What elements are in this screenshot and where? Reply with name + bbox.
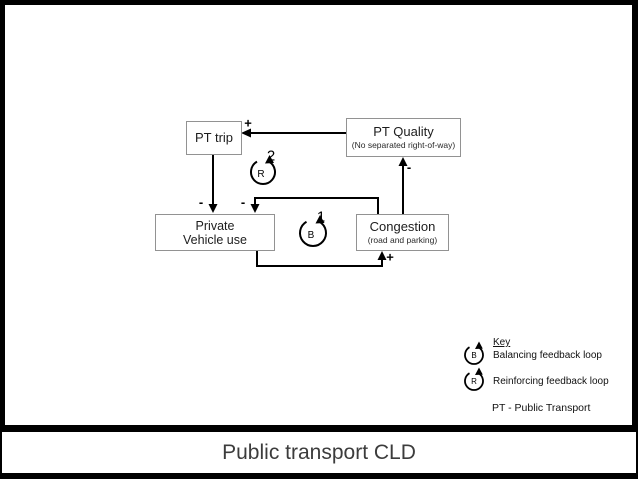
diagram-slide: PT trip PT Quality (No separated right-o…	[5, 5, 632, 425]
key-title: Key	[493, 337, 511, 348]
balancing-loop-number: 1	[316, 208, 326, 226]
node-pt-quality: PT Quality (No separated right-of-way)	[346, 118, 461, 157]
reinforcing-loop-arc-icon	[250, 160, 276, 185]
node-congestion-sublabel: (road and parking)	[367, 234, 438, 245]
key-abbreviation: PT - Public Transport	[492, 402, 591, 414]
edge-sign-pt-trip-to-private-vehicle: -	[198, 194, 204, 210]
edge-sign-congestion-to-pt-quality: -	[406, 159, 412, 175]
node-pt-trip: PT trip	[186, 121, 242, 155]
key-reinforcing-arrow-icon	[475, 367, 483, 375]
edge-private-vehicle-to-congestion	[256, 251, 383, 267]
arrowhead-down-icon	[250, 204, 260, 213]
node-congestion: Congestion (road and parking)	[356, 214, 449, 251]
node-private-vehicle-use: Private Vehicle use	[155, 214, 275, 251]
node-private-vehicle-label-line2: Vehicle use	[183, 232, 247, 247]
node-pt-quality-label: PT Quality	[373, 123, 434, 139]
caption-title: Public transport CLD	[222, 440, 416, 464]
key-reinforcing-letter: R	[471, 377, 477, 386]
balancing-loop-letter: B	[307, 230, 315, 241]
edge-sign-private-vehicle-to-congestion: +	[386, 249, 394, 265]
edge-sign-congestion-to-private-vehicle: -	[240, 194, 246, 210]
key-balancing-label: Balancing feedback loop	[493, 350, 602, 361]
arrowhead-up-icon	[377, 251, 387, 260]
key-reinforcing-label: Reinforcing feedback loop	[493, 376, 609, 387]
cld-diagram-lines	[208, 128, 484, 391]
arrowheads	[208, 128, 408, 260]
reinforcing-loop-number: 2	[266, 147, 276, 165]
arrowhead-left-icon	[241, 128, 251, 138]
caption-bar: Public transport CLD	[2, 432, 636, 473]
loop-icons	[250, 155, 327, 247]
node-private-vehicle-label-line1: Private	[195, 218, 235, 233]
node-congestion-label: Congestion	[369, 218, 436, 234]
key-icons	[464, 341, 484, 391]
node-pt-quality-sublabel: (No separated right-of-way)	[351, 139, 456, 150]
key-balancing-arrow-icon	[475, 341, 483, 349]
edge-sign-pt-quality-to-pt-trip: +	[244, 115, 252, 131]
reinforcing-loop-arrow-icon	[265, 155, 274, 164]
edge-congestion-to-private-vehicle	[254, 197, 379, 214]
key-balancing-letter: B	[471, 351, 477, 360]
arrowhead-up-icon	[398, 157, 408, 166]
key-balancing-loop-icon	[464, 346, 484, 365]
arrowhead-down-icon	[208, 204, 218, 213]
edges	[212, 132, 404, 267]
key-reinforcing-loop-icon	[464, 372, 484, 391]
node-pt-trip-label: PT trip	[194, 129, 234, 145]
reinforcing-loop-letter: R	[257, 169, 265, 180]
balancing-loop-arc-icon	[299, 220, 327, 247]
balancing-loop-arrow-icon	[315, 215, 325, 224]
